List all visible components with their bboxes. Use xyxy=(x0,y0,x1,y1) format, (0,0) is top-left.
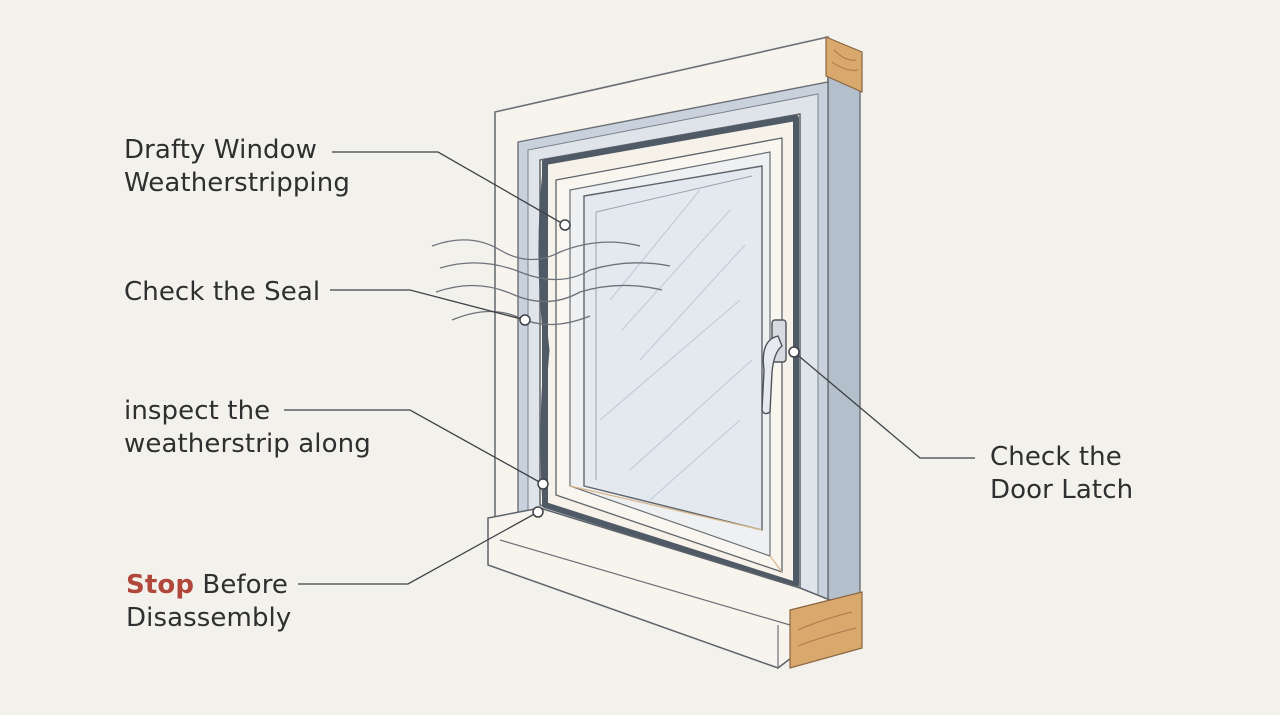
leader-latch xyxy=(793,351,975,459)
dot-seal xyxy=(519,314,531,326)
label-inspect-line1: inspect the xyxy=(124,396,271,426)
label-check-latch: Check the Door Latch xyxy=(990,441,1133,507)
label-drafty-line2: Weatherstripping xyxy=(124,168,350,198)
label-stop-line1: Stop Before xyxy=(126,569,291,602)
draft-lines xyxy=(431,239,671,326)
dot-stop xyxy=(532,506,544,518)
dot-drafty xyxy=(559,219,571,231)
label-check-seal: Check the Seal xyxy=(124,276,320,309)
callout-dots xyxy=(519,219,800,518)
label-seal-line1: Check the Seal xyxy=(124,277,321,307)
stop-rest: Before xyxy=(194,570,289,600)
label-drafty-window: Drafty Window Weatherstripping xyxy=(124,134,350,200)
leader-inspect xyxy=(284,409,544,485)
label-drafty-line1: Drafty Window xyxy=(124,135,317,165)
label-latch-line2: Door Latch xyxy=(990,475,1134,505)
bottom-wood-end xyxy=(789,591,863,669)
leader-lines xyxy=(284,151,975,585)
label-stop-line2: Disassembly xyxy=(126,603,292,633)
label-inspect-weatherstrip: inspect the weatherstrip along xyxy=(124,395,371,461)
stop-emphasis: Stop xyxy=(126,570,195,600)
leader-stop xyxy=(298,511,539,585)
label-stop-before-disassembly: Stop Before Disassembly xyxy=(126,569,291,635)
label-latch-line1: Check the xyxy=(990,442,1122,472)
leader-seal xyxy=(330,289,526,321)
casing-side-depth xyxy=(827,68,861,622)
label-inspect-line2: weatherstrip along xyxy=(124,429,371,459)
dot-inspect xyxy=(537,478,549,490)
latch-icon xyxy=(761,319,787,415)
glass-pane xyxy=(583,165,763,531)
leader-drafty xyxy=(332,151,566,226)
dot-latch xyxy=(788,346,800,358)
